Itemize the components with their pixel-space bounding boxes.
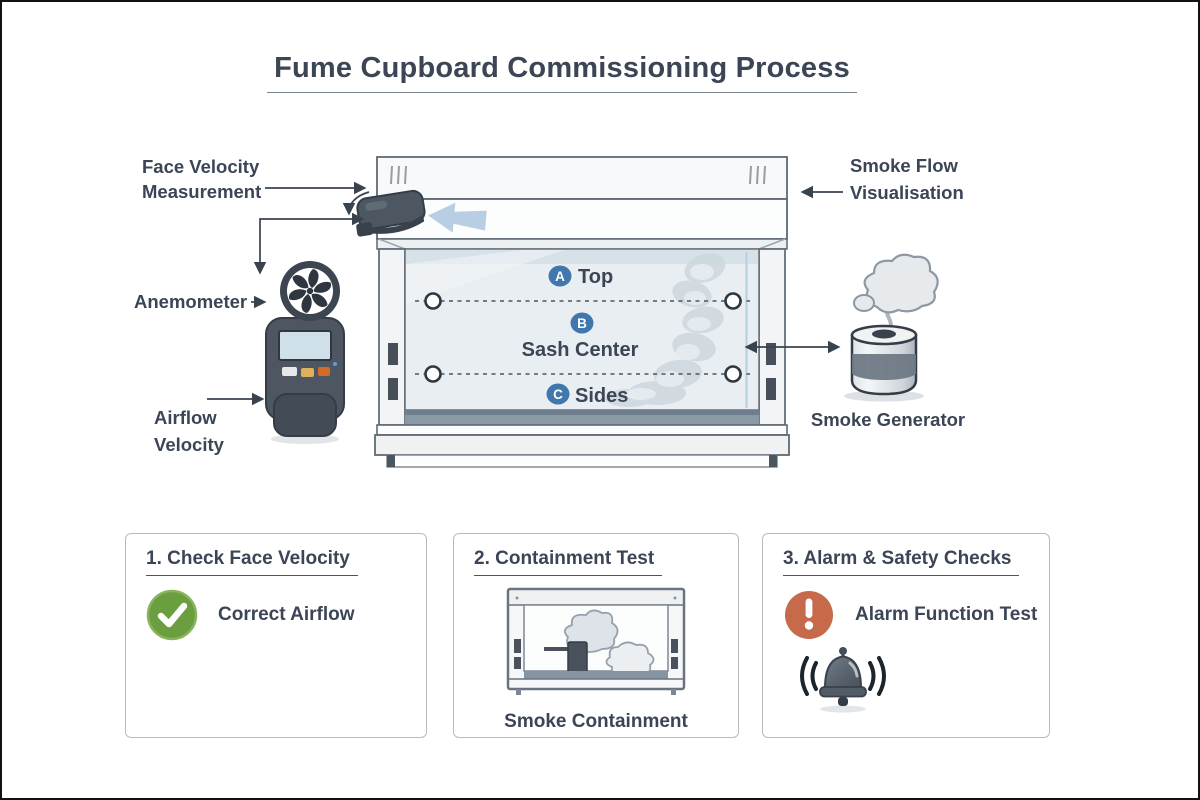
- connector-arrows: [207, 181, 843, 406]
- measure-point-icon: [424, 292, 442, 310]
- measurement-point-a: A Top: [548, 265, 613, 288]
- point-a-label: Top: [578, 266, 613, 288]
- card-3-heading: 3. Alarm & Safety Checks: [783, 548, 1020, 576]
- point-c-label: Sides: [575, 385, 628, 407]
- sash-guides: [388, 343, 776, 400]
- anemometer-device: [265, 261, 345, 444]
- face-velocity-label-line1: Face Velocity: [142, 156, 260, 177]
- badge-b-icon: [570, 312, 594, 334]
- check-circle-icon: [146, 589, 198, 641]
- smoke-flow-label-line2: Visualisation: [850, 182, 964, 203]
- title-underline: [267, 92, 857, 93]
- mini-fume-cupboard-icon: [506, 587, 686, 695]
- card-alarm-safety-checks: 3. Alarm & Safety Checks Alarm Function …: [762, 533, 1050, 738]
- badge-c-letter: C: [553, 387, 563, 402]
- measure-point-icon: [724, 365, 742, 383]
- face-velocity-label-line2: Measurement: [142, 181, 261, 202]
- badge-a-icon: [548, 265, 572, 287]
- alarm-bell-icon: [800, 647, 886, 713]
- measure-point-icon: [424, 365, 442, 383]
- alert-circle-icon: [785, 591, 833, 639]
- card-check-face-velocity: 1. Check Face Velocity Correct Airflow: [125, 533, 427, 738]
- smoke-generator-label: Smoke Generator: [811, 409, 965, 430]
- airflow-velocity-label-line1: Airflow: [154, 407, 217, 428]
- smoke-flow-label-line1: Smoke Flow: [850, 155, 959, 176]
- smoke-generator-device: [844, 253, 939, 402]
- badge-c-icon: [546, 383, 570, 405]
- card-2-caption: Smoke Containment: [504, 711, 688, 732]
- anemometer-label: Anemometer: [134, 291, 247, 312]
- card-containment-test: 2. Containment Test: [453, 533, 739, 738]
- anemometer-buttons: [282, 362, 337, 377]
- vent-slots-right-icon: [749, 165, 766, 185]
- generator-smoke-icon: [853, 253, 939, 334]
- card-1-item: Correct Airflow: [218, 604, 355, 625]
- card-1-heading: 1. Check Face Velocity: [146, 548, 358, 576]
- anemometer-fan-icon: [280, 261, 340, 321]
- smoke-plume: [605, 253, 726, 407]
- page-title: Fume Cupboard Commissioning Process: [274, 52, 850, 84]
- point-b-label: Sash Center: [522, 339, 639, 361]
- badge-a-letter: A: [555, 269, 565, 284]
- badge-b-letter: B: [577, 316, 587, 331]
- measurement-point-c: C Sides: [546, 383, 628, 407]
- airflow-velocity-label-line2: Velocity: [154, 434, 225, 455]
- card-3-item: Alarm Function Test: [855, 604, 1038, 625]
- measurement-point-b: B Sash Center: [522, 312, 639, 361]
- measurement-lines: [415, 292, 750, 383]
- commissioning-diagram: A Top B Sash Center C Sides: [134, 155, 965, 468]
- card-2-heading: 2. Containment Test: [474, 548, 663, 576]
- fume-cupboard: [374, 156, 790, 468]
- vent-slots-left-icon: [390, 165, 407, 185]
- airflow-arrow-icon: [428, 202, 487, 233]
- measure-point-icon: [724, 292, 742, 310]
